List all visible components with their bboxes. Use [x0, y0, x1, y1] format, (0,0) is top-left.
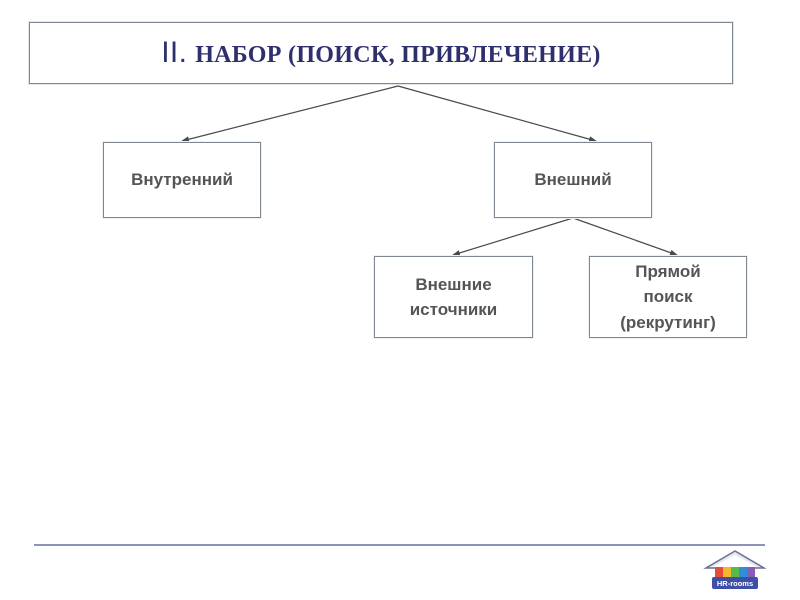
house-logo-icon: HR-rooms — [703, 550, 767, 589]
title-roman-numeral: II. — [161, 36, 188, 69]
page-title: II. НАБОР (ПОИСК, ПРИВЛЕЧЕНИЕ) — [161, 36, 600, 70]
bottom-divider — [34, 544, 765, 546]
node-external-sources: Внешние источники — [374, 256, 533, 338]
node-external-sources-label: Внешние источники — [409, 274, 498, 320]
logo-text: HR-rooms — [717, 579, 753, 588]
node-internal-label: Внутренний — [131, 170, 233, 190]
node-external: Внешний — [494, 142, 652, 218]
connector-title-to-internal — [181, 85, 399, 143]
connector-external-to-sources — [452, 217, 574, 256]
connector-external-to-direct — [572, 217, 678, 256]
title-box: II. НАБОР (ПОИСК, ПРИВЛЕЧЕНИЕ) — [29, 22, 733, 84]
node-external-label: Внешний — [534, 170, 612, 190]
title-text: НАБОР (ПОИСК, ПРИВЛЕЧЕНИЕ) — [195, 42, 601, 68]
node-direct-search: Прямой поиск (рекрутинг) — [589, 256, 747, 338]
connector-title-to-external — [397, 85, 597, 143]
node-direct-search-label: Прямой поиск (рекрутинг) — [620, 261, 716, 332]
node-internal: Внутренний — [103, 142, 261, 218]
